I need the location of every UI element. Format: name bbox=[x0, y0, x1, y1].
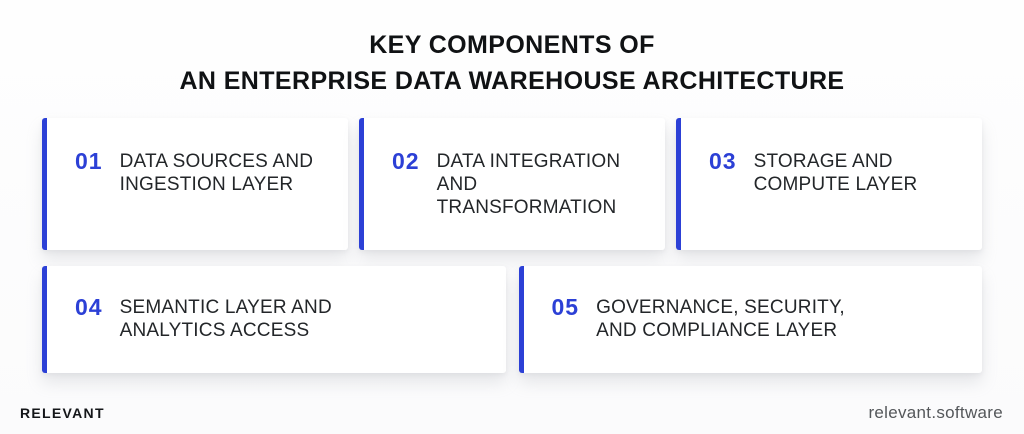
page-title-line-2: AN ENTERPRISE DATA WAREHOUSE ARCHITECTUR… bbox=[179, 67, 845, 95]
card-label: DATA INTEGRATION AND TRANSFORMATION bbox=[436, 151, 621, 218]
card-data-sources-ingestion: 01 DATA SOURCES AND INGESTION LAYER bbox=[42, 118, 348, 250]
card-label: DATA SOURCES AND INGESTION LAYER bbox=[119, 151, 314, 195]
card-storage-compute: 03 STORAGE AND COMPUTE LAYER bbox=[676, 118, 982, 250]
footer: RELEVANT relevant.software bbox=[20, 401, 1003, 425]
card-number: 05 bbox=[551, 294, 580, 320]
card-data-integration-transformation: 02 DATA INTEGRATION AND TRANSFORMATION bbox=[359, 118, 665, 250]
card-label: STORAGE AND COMPUTE LAYER bbox=[753, 151, 918, 195]
cards-row-1: 01 DATA SOURCES AND INGESTION LAYER 02 D… bbox=[42, 118, 982, 250]
card-governance-security-compliance: 05 GOVERNANCE, SECURITY, AND COMPLIANCE … bbox=[518, 266, 982, 373]
card-label: SEMANTIC LAYER AND ANALYTICS ACCESS bbox=[119, 297, 332, 341]
card-number: 03 bbox=[709, 148, 737, 174]
card-semantic-analytics: 04 SEMANTIC LAYER AND ANALYTICS ACCESS bbox=[42, 266, 506, 373]
card-number: 01 bbox=[75, 148, 103, 174]
card-number: 04 bbox=[75, 294, 103, 320]
website-text: relevant.software bbox=[868, 403, 1003, 422]
page-title: KEY COMPONENTS OF AN ENTERPRISE DATA WAR… bbox=[0, 27, 1024, 99]
card-label: GOVERNANCE, SECURITY, AND COMPLIANCE LAY… bbox=[596, 297, 845, 341]
card-number: 02 bbox=[392, 148, 420, 174]
cards-row-2: 04 SEMANTIC LAYER AND ANALYTICS ACCESS 0… bbox=[42, 266, 982, 373]
page-title-line-1: KEY COMPONENTS OF bbox=[369, 31, 655, 59]
brand-logo: RELEVANT bbox=[20, 405, 105, 421]
